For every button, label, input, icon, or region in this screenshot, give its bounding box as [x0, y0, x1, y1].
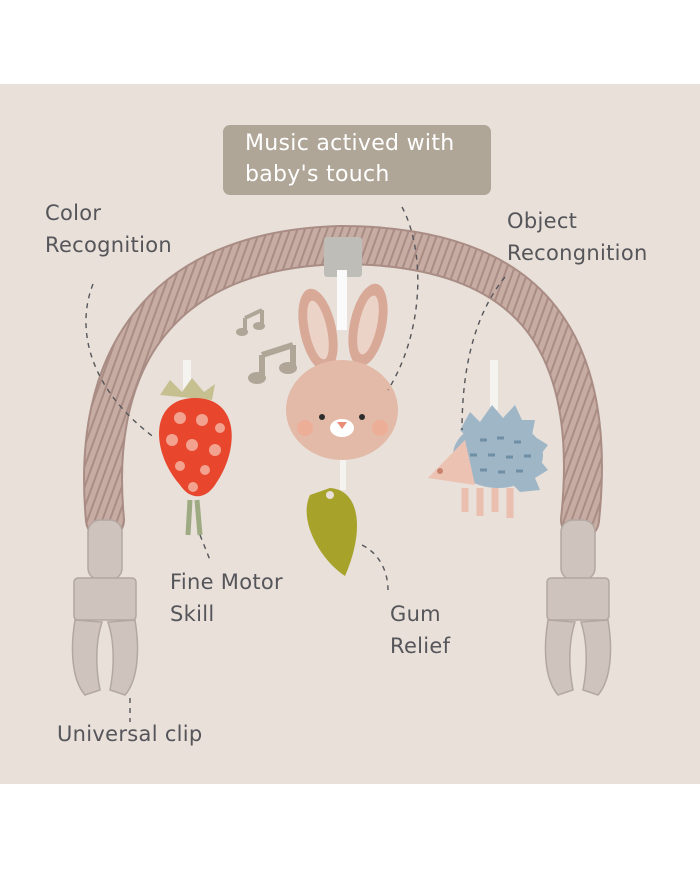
- music-note-icon: [236, 308, 297, 384]
- strawberry-toy-icon: [159, 378, 232, 536]
- bunny-toy-icon: [286, 283, 398, 460]
- feature-label-fine-motor-skill: Fine Motor Skill: [170, 570, 283, 626]
- leaf-teether-icon: [306, 488, 357, 576]
- badge-line-1: Music actived with: [245, 131, 455, 156]
- left-clip-icon: [71, 519, 139, 696]
- feature-label-universal-clip: Universal clip: [57, 722, 203, 746]
- leader-lines: [85, 206, 506, 722]
- music-feature-badge: Music actived with baby's touch: [223, 125, 491, 195]
- badge-line-2: baby's touch: [245, 162, 390, 187]
- right-clip-icon: [544, 519, 612, 696]
- feature-label-color-recognition: Color Recognition: [45, 201, 172, 257]
- feature-label-gum-relief: Gum Relief: [390, 602, 451, 658]
- arch-bar: [83, 224, 603, 540]
- feature-label-object-recognition: Object Recongnition: [507, 209, 648, 265]
- hedgehog-toy-icon: [428, 405, 548, 518]
